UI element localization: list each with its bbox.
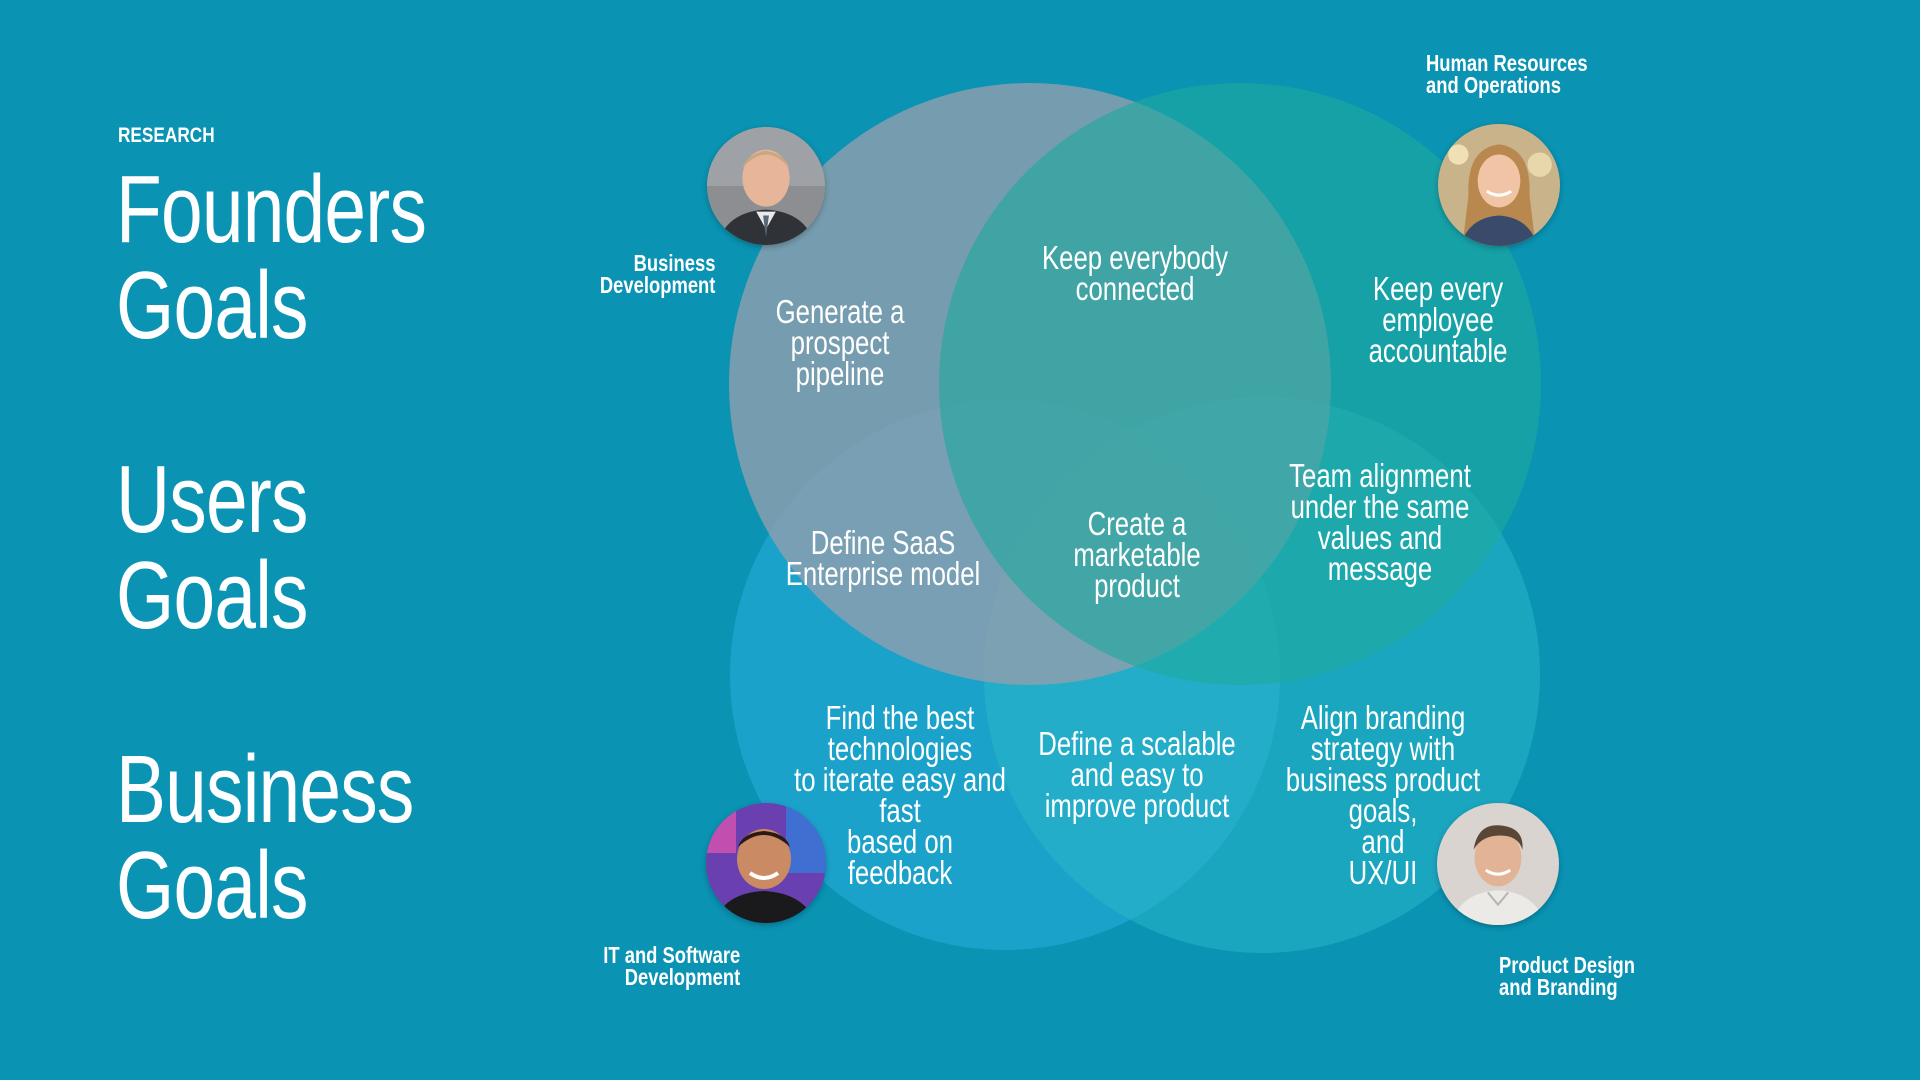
role-line: and Operations xyxy=(1426,72,1561,98)
circle-human-resources xyxy=(939,83,1541,685)
region-line: Team alignment xyxy=(1289,457,1471,494)
region-line: Keep every xyxy=(1372,270,1504,307)
region-line: pipeline xyxy=(795,355,885,392)
role-line: Human Resources xyxy=(1426,50,1588,76)
region-marketable-product: Create a marketable product xyxy=(1059,505,1215,604)
region-line: feedback xyxy=(847,854,953,891)
region-line: Define a scalable xyxy=(1038,725,1236,762)
role-line: Development xyxy=(624,964,740,990)
region-line: Enterprise model xyxy=(785,555,981,592)
region-line: message xyxy=(1327,550,1433,587)
region-line: employee xyxy=(1382,301,1494,338)
users-goals-heading: Users Goals xyxy=(116,452,308,644)
region-line: Define SaaS xyxy=(810,524,956,561)
region-keep-connected: Keep everybody connected xyxy=(1038,239,1233,307)
region-line: product xyxy=(1094,567,1180,604)
region-line: prospect xyxy=(790,324,890,361)
region-line: Create a xyxy=(1087,505,1187,542)
region-line: UX/UI xyxy=(1348,854,1418,891)
region-saas-model: Define SaaS Enterprise model xyxy=(785,524,981,592)
region-align-branding: Align branding strategy with business pr… xyxy=(1282,699,1485,891)
region-prospect-pipeline: Generate a prospect pipeline xyxy=(762,293,918,392)
region-line: values and xyxy=(1317,519,1443,556)
business-goals-heading: Business Goals xyxy=(116,742,414,934)
region-line: and easy to xyxy=(1070,756,1204,793)
role-label-it-software: IT and Software Development xyxy=(603,942,740,990)
heading-line: Goals xyxy=(116,252,308,359)
heading-line: Founders xyxy=(116,156,427,263)
region-best-technologies: Find the best technologies to iterate ea… xyxy=(791,699,1009,891)
role-line: Business xyxy=(633,250,715,276)
role-line: Product Design xyxy=(1499,952,1635,978)
region-line: goals, xyxy=(1348,792,1418,829)
region-line: and xyxy=(1361,823,1405,860)
role-line: Development xyxy=(599,272,715,298)
region-line: strategy with xyxy=(1310,730,1456,767)
region-line: Align branding xyxy=(1300,699,1466,736)
region-line: based on xyxy=(847,823,953,860)
founders-goals-heading: Founders Goals xyxy=(116,156,427,359)
region-line: business product xyxy=(1285,761,1481,798)
region-line: Generate a xyxy=(775,293,905,330)
region-line: connected xyxy=(1075,270,1195,307)
region-line: improve product xyxy=(1044,787,1230,824)
avatar-product-design xyxy=(1437,803,1559,925)
region-line: under the same xyxy=(1290,488,1470,525)
region-accountable: Keep every employee accountable xyxy=(1360,270,1516,369)
region-scalable-product: Define a scalable and easy to improve pr… xyxy=(1036,725,1239,824)
person-photo-icon xyxy=(1437,803,1559,925)
avatar-business-development xyxy=(707,127,825,245)
heading-line: Goals xyxy=(116,832,308,939)
region-line: accountable xyxy=(1368,332,1508,369)
region-line: fast xyxy=(879,792,921,829)
region-line: marketable xyxy=(1073,536,1201,573)
section-eyebrow: RESEARCH xyxy=(118,124,215,147)
heading-line: Goals xyxy=(116,542,308,649)
role-line: IT and Software xyxy=(603,942,740,968)
role-label-human-resources: Human Resources and Operations xyxy=(1426,50,1588,98)
role-label-business-development: Business Development xyxy=(599,250,715,298)
heading-line: Business xyxy=(116,736,414,843)
region-line: technologies xyxy=(827,730,973,767)
avatar-human-resources xyxy=(1438,124,1560,246)
person-photo-icon xyxy=(707,127,825,245)
heading-line: Users xyxy=(116,446,308,553)
person-photo-icon xyxy=(1438,124,1560,246)
region-team-alignment: Team alignment under the same values and… xyxy=(1286,457,1473,587)
role-label-product-design: Product Design and Branding xyxy=(1499,952,1635,1000)
role-line: and Branding xyxy=(1499,974,1618,1000)
region-line: Find the best xyxy=(825,699,975,736)
region-line: to iterate easy and xyxy=(794,761,1006,798)
region-line: Keep everybody xyxy=(1041,239,1229,276)
